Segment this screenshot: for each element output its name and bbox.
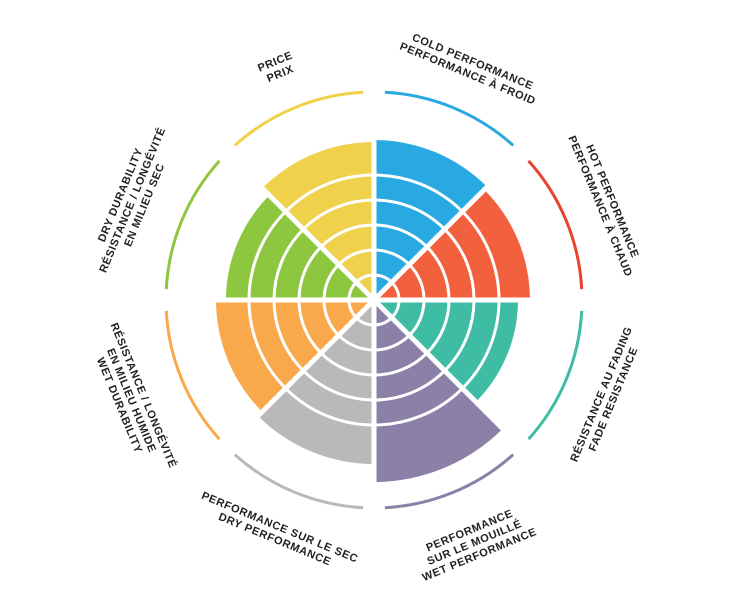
wedge-fade-resistance [374, 300, 518, 402]
label-price: PRICEPRIX [256, 50, 299, 87]
outer-arcs [164, 90, 584, 510]
separator [372, 160, 514, 302]
arc-dry-durability [164, 159, 221, 290]
arc-dry-performance [233, 453, 364, 510]
label-fade-resistance: RÉSISTANCE AU FADINGFADE RESISTANCE [567, 325, 647, 469]
arc-hot-performance [527, 159, 584, 290]
separators [179, 105, 569, 495]
wedge-price [262, 142, 374, 300]
arc-price [233, 90, 364, 147]
label-dry-durability: DRY DURABILITYRÉSISTANCE / LONGÉVITÉEN M… [85, 121, 180, 280]
label-wet-durability: RÉSISTANCE / LONGÉVITÉEN MILIEU HUMIDEWE… [84, 321, 180, 480]
separator [234, 160, 376, 302]
wedge-dry-durability [226, 195, 374, 300]
arc-wet-durability [164, 310, 221, 441]
arc-fade-resistance [527, 310, 584, 441]
separator [372, 298, 514, 440]
wedge-wet-durability [216, 300, 374, 412]
label-wet-performance: PERFORMANCESUR LE MOUILLÉWET PERFORMANCE [411, 502, 539, 584]
arc-wet-performance [384, 453, 515, 510]
wedge-hot-performance [374, 189, 530, 300]
separator [234, 298, 376, 440]
wedge-wet-performance [374, 300, 503, 482]
arc-cold-performance [384, 90, 515, 147]
